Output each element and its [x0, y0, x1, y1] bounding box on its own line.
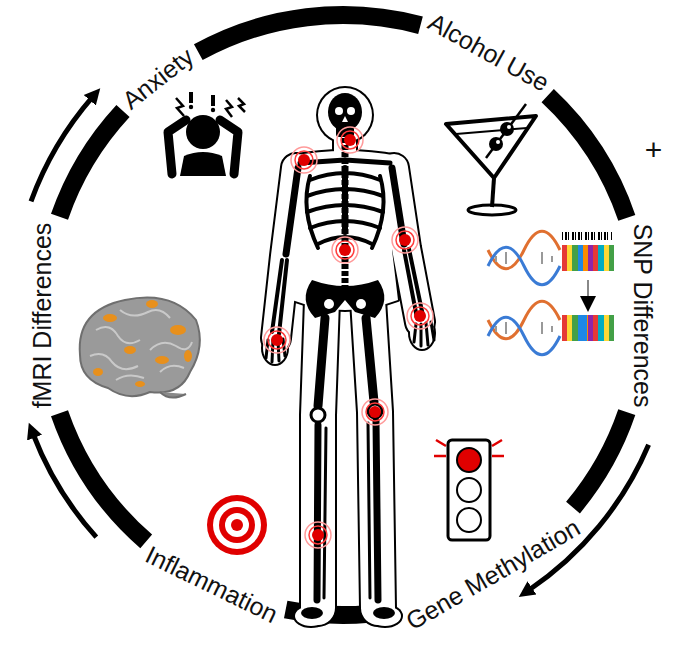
martini-icon: [446, 104, 536, 215]
anxiety-icon: [168, 92, 245, 176]
ring-segment: [198, 15, 420, 52]
cycle-arrow: [529, 445, 649, 591]
ring-label: Inflammation: [142, 542, 282, 627]
target-icon: [207, 495, 267, 555]
traffic-light-icon: [434, 440, 504, 540]
inflammation-spots: [264, 127, 433, 548]
ring-segment: [548, 96, 627, 218]
body-silhouette: [261, 86, 436, 628]
cycle-arrow: [31, 97, 92, 201]
ring-segment: [573, 412, 627, 507]
cycle-arrows: [31, 97, 649, 590]
ring-label: Gene Methylation: [402, 515, 584, 635]
ring-label: Anxiety: [118, 44, 198, 114]
ring: [60, 15, 627, 615]
skeleton: [266, 93, 434, 619]
ring-label: fMRI Differences: [30, 222, 55, 408]
plus-sign: +: [645, 135, 663, 165]
ring-label: Alcohol Use: [424, 9, 553, 96]
ring-segment: [60, 413, 147, 541]
body-fill: [263, 88, 434, 626]
ring-label: SNP Differences: [630, 223, 655, 407]
cycle-arrow: [33, 434, 96, 537]
brain-icon: [80, 298, 200, 398]
dna-icon: [488, 231, 614, 355]
